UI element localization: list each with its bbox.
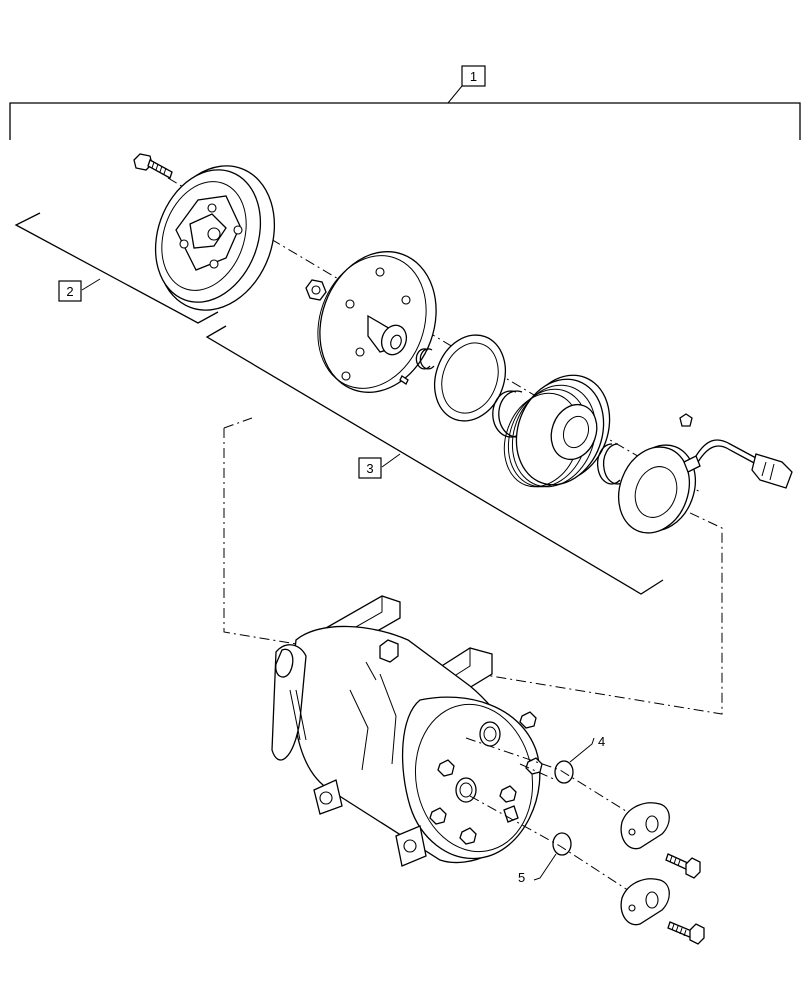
callout-2[interactable]: 2 (58, 280, 82, 302)
pulley-group-line (205, 325, 664, 595)
hub-nut (305, 279, 327, 301)
svg-text:4: 4 (598, 734, 605, 749)
port-path-lines (465, 737, 651, 899)
coil-screw (679, 413, 693, 427)
fitting-plate-upper (620, 802, 701, 879)
svg-text:5: 5 (518, 870, 525, 885)
hub-group-line (14, 212, 219, 324)
hub-bolt (133, 153, 173, 179)
shim-disc (434, 334, 506, 422)
svg-text:1: 1 (470, 69, 477, 84)
compressor-body (271, 595, 543, 867)
fitting-plate-lower (620, 878, 705, 945)
pulley (503, 374, 611, 488)
clutch-hub-plate (154, 165, 276, 311)
svg-text:2: 2 (66, 284, 73, 299)
retaining-ring-2 (596, 443, 627, 485)
hub-flange (317, 251, 437, 393)
callout-3[interactable]: 3 (358, 457, 382, 479)
callout-5[interactable]: 5 (518, 870, 525, 885)
o-ring-lower (533, 832, 572, 881)
callout-4[interactable]: 4 (598, 734, 605, 749)
callout-1[interactable]: 1 (461, 65, 486, 87)
o-ring-upper (554, 737, 595, 784)
field-coil (618, 439, 793, 534)
small-snap-ring (415, 348, 435, 370)
assembly-bracket (9, 85, 801, 140)
svg-text:3: 3 (366, 461, 373, 476)
